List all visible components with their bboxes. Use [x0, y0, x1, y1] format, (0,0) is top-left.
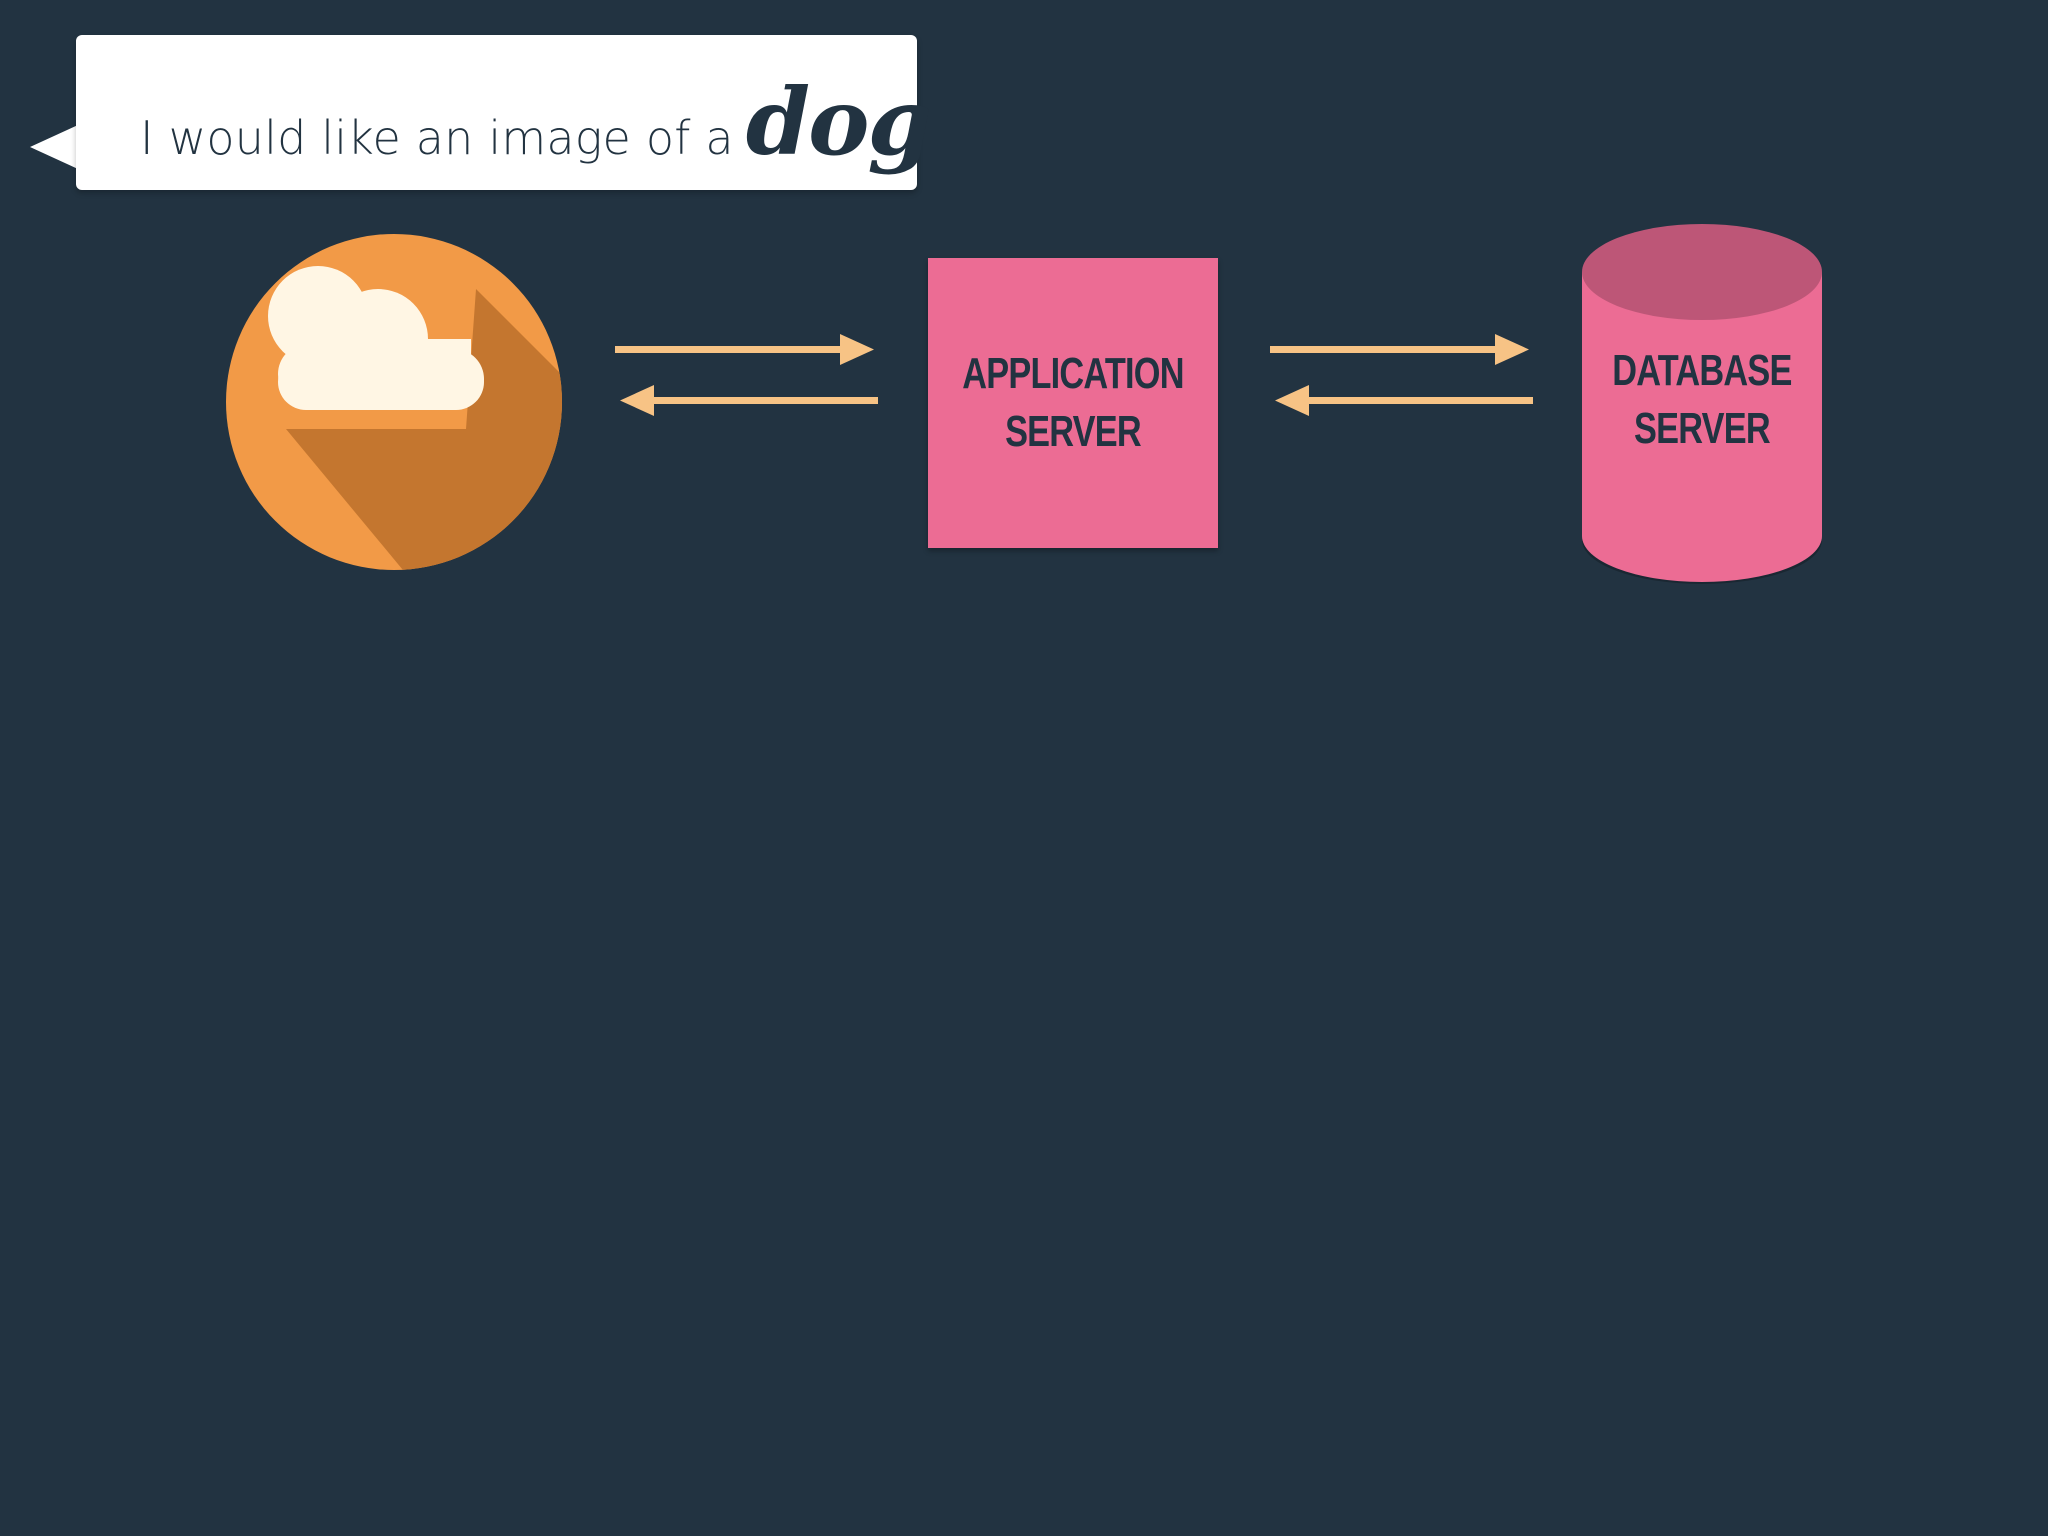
cloud-icon [226, 234, 562, 570]
client-app-arrows [615, 334, 878, 416]
speech-bubble-tail [30, 125, 78, 169]
speech-text: I would like an image of a dog [140, 68, 932, 178]
application-server: APPLICATION SERVER [928, 258, 1218, 548]
database-cylinder [1582, 224, 1822, 584]
database-server: DATABASE SERVER [1580, 220, 1824, 590]
cloud-shape [268, 266, 484, 410]
application-server-label: APPLICATION SERVER [962, 345, 1184, 461]
speech-plain-text: I would like an image of a [140, 111, 734, 165]
speech-emphasis-text: dog [745, 68, 932, 176]
request-arrow [615, 334, 874, 365]
database-server-label-wrap: DATABASE SERVER [1580, 342, 1824, 458]
database-server-label-line2: SERVER [1634, 404, 1771, 453]
query-arrow [1270, 334, 1529, 365]
database-server-label: DATABASE SERVER [1612, 342, 1792, 458]
application-server-label-line2: SERVER [1005, 407, 1142, 456]
application-server-label-line1: APPLICATION [962, 349, 1184, 398]
speech-bubble [76, 35, 917, 190]
database-server-label-line1: DATABASE [1612, 346, 1792, 395]
result-arrow [1275, 385, 1533, 416]
app-db-arrows [1270, 334, 1533, 416]
response-arrow [620, 385, 878, 416]
